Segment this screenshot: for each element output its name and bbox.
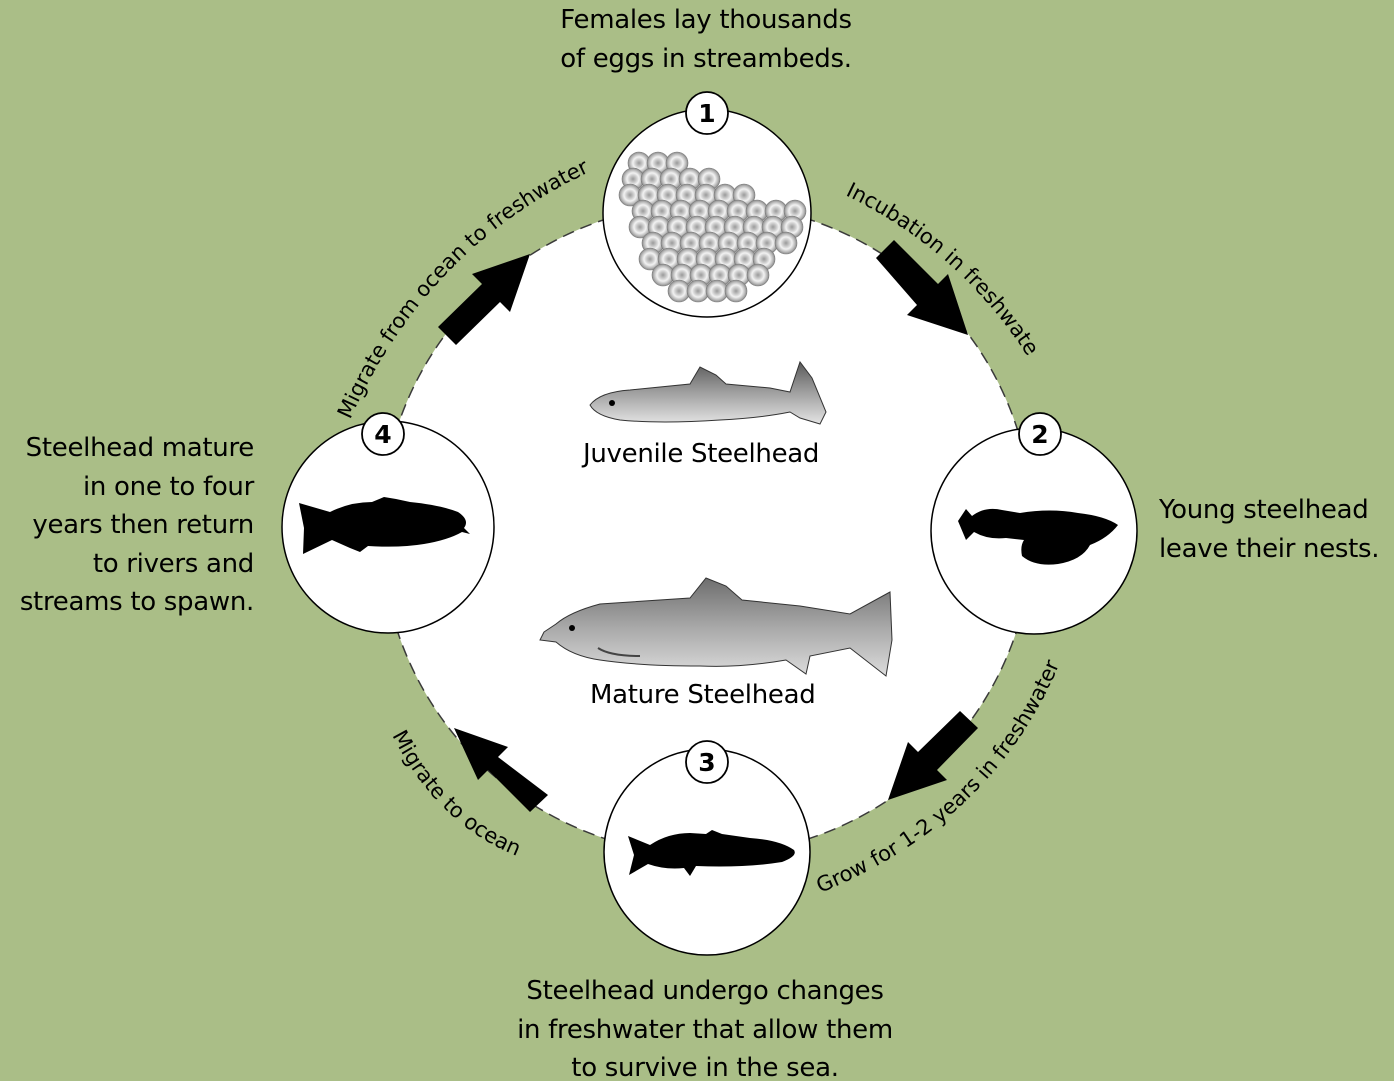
egg	[775, 232, 797, 254]
juvenile-steelhead-label: Juvenile Steelhead	[583, 439, 819, 469]
egg	[747, 264, 769, 286]
stage-2-caption-line: leave their nests.	[1159, 530, 1389, 569]
mature-steelhead-label: Mature Steelhead	[590, 680, 815, 710]
stage-2-caption-line: Young steelhead	[1159, 491, 1389, 530]
stage-3-number: 3	[698, 748, 715, 777]
stage-2-caption: Young steelhead leave their nests.	[1159, 491, 1389, 568]
stage-3-caption-line: Steelhead undergo changes	[455, 972, 955, 1011]
stage-1-number: 1	[698, 99, 715, 128]
stage-3-caption: Steelhead undergo changes in freshwater …	[455, 972, 955, 1081]
stage-3-caption-line: to survive in the sea.	[455, 1049, 955, 1081]
stage-4-caption-line: Steelhead mature	[0, 429, 254, 468]
stage-4-caption-line: in one to four	[0, 468, 254, 507]
stage-1-caption: Females lay thousands of eggs in streamb…	[506, 1, 906, 78]
stage-4-caption-line: streams to spawn.	[0, 583, 254, 622]
stage-3-caption-line: in freshwater that allow them	[455, 1011, 955, 1050]
stage-4-number: 4	[374, 420, 391, 449]
egg	[725, 280, 747, 302]
stage-1-caption-line: of eggs in streambeds.	[506, 40, 906, 79]
stage-4-caption: Steelhead mature in one to four years th…	[0, 429, 254, 622]
stage-4-caption-line: years then return	[0, 506, 254, 545]
stage-4-caption-line: to rivers and	[0, 545, 254, 584]
stage-1-caption-line: Females lay thousands	[506, 1, 906, 40]
stage-2-number: 2	[1031, 420, 1048, 449]
